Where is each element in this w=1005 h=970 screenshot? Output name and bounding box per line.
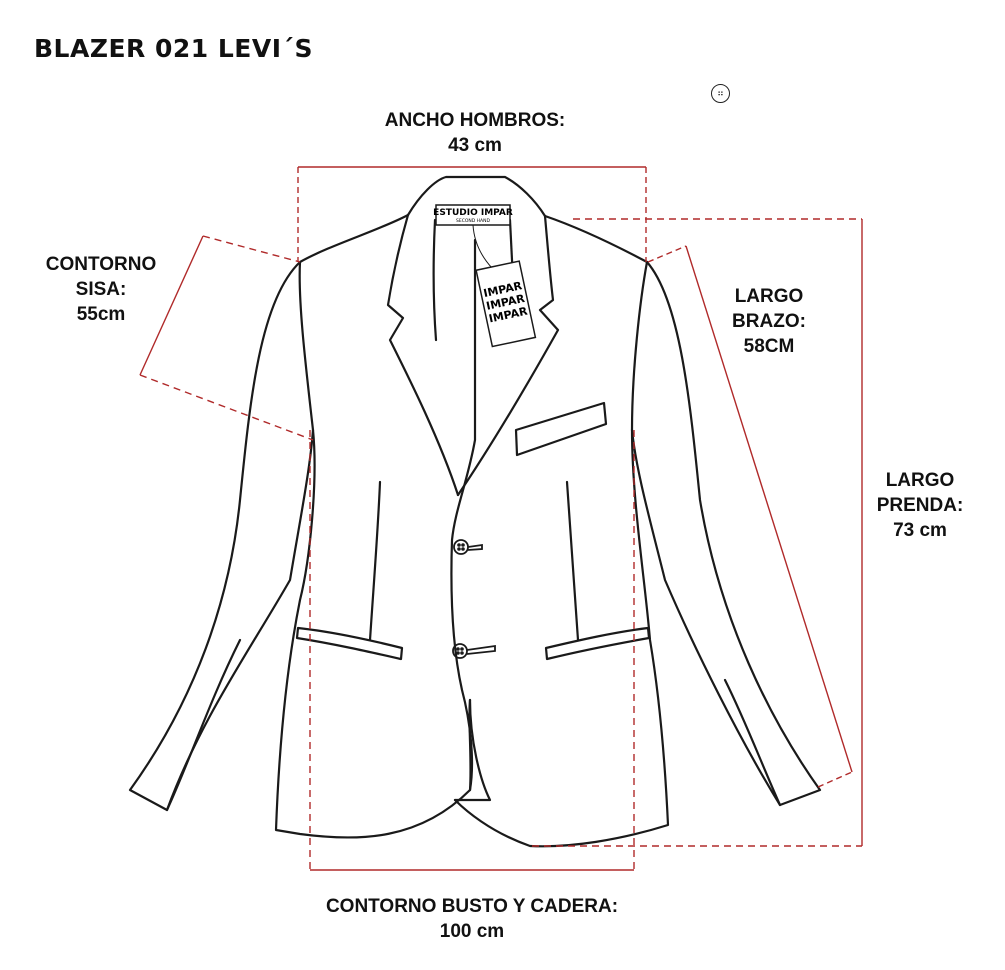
- dots-circle-icon: ⠶: [711, 84, 730, 103]
- label-bust-hip-value: 100 cm: [439, 921, 505, 942]
- label-sleeve-line2: BRAZO:: [732, 311, 806, 332]
- shoulder-left: [298, 213, 410, 264]
- breast-pocket: [514, 401, 608, 457]
- front-opening: [450, 238, 477, 792]
- body-left-outline: [274, 260, 472, 839]
- sleeve-left: [128, 260, 315, 812]
- label-shoulders: ANCHO HOMBROS: 43 cm: [360, 108, 590, 158]
- label-length-line2: PRENDA:: [876, 495, 964, 516]
- sleeve-left-seam: [165, 638, 242, 812]
- page-title: BLAZER 021 LEVI´S: [34, 34, 314, 63]
- dart-right: [565, 480, 580, 642]
- measurement-guides: [139, 166, 863, 871]
- brand-label-line2: SECOND HAND: [456, 218, 490, 224]
- hip-pocket-left: [295, 626, 404, 661]
- hip-pocket-right: [544, 626, 651, 661]
- guide-sleeve-bottom: [817, 771, 853, 788]
- label-bust-hip-title: CONTORNO BUSTO Y CADERA:: [325, 896, 619, 917]
- label-armhole: CONTORNO SISA: 55cm: [26, 252, 176, 327]
- label-sleeve: LARGO BRAZO: 58CM: [704, 284, 834, 359]
- label-length-line1: LARGO: [885, 470, 955, 491]
- label-length-value: 73 cm: [893, 520, 947, 541]
- button-bottom: [452, 643, 468, 659]
- label-sleeve-value: 58CM: [743, 336, 795, 357]
- collar-inner: [432, 218, 438, 342]
- sleeve-right-seam: [723, 678, 782, 807]
- label-length: LARGO PRENDA: 73 cm: [860, 468, 980, 543]
- collar-back: [406, 175, 547, 218]
- label-sleeve-line1: LARGO: [734, 286, 804, 307]
- label-bust-hip: CONTORNO BUSTO Y CADERA: 100 cm: [292, 894, 652, 944]
- label-armhole-value: 55cm: [76, 304, 126, 325]
- body-right-outline: [453, 260, 670, 848]
- label-shoulders-title: ANCHO HOMBROS:: [384, 110, 566, 131]
- lapel-right: [456, 214, 560, 497]
- brand-label: ESTUDIO IMPAR SECOND HAND: [433, 204, 513, 226]
- label-armhole-line1: CONTORNO: [45, 254, 157, 275]
- sleeve-right: [630, 260, 822, 807]
- button-top: [453, 539, 469, 555]
- guide-sleeve-main: [685, 245, 853, 773]
- blazer-outline: [128, 175, 822, 848]
- guide-armhole-bottom: [139, 374, 314, 441]
- lapel-left: [386, 213, 460, 497]
- buttons: [452, 539, 496, 659]
- guide-armhole-main: [139, 235, 204, 376]
- guide-sleeve-top: [647, 245, 687, 263]
- shoulder-right: [543, 214, 649, 264]
- hang-tag: IMPAR IMPAR IMPAR: [472, 224, 537, 348]
- dart-left: [368, 480, 382, 642]
- brand-label-line1: ESTUDIO IMPAR: [433, 208, 513, 218]
- hem-inner: [453, 698, 492, 802]
- guide-armhole-top: [202, 235, 301, 263]
- label-shoulders-value: 43 cm: [448, 135, 502, 156]
- label-armhole-line2: SISA:: [75, 279, 127, 300]
